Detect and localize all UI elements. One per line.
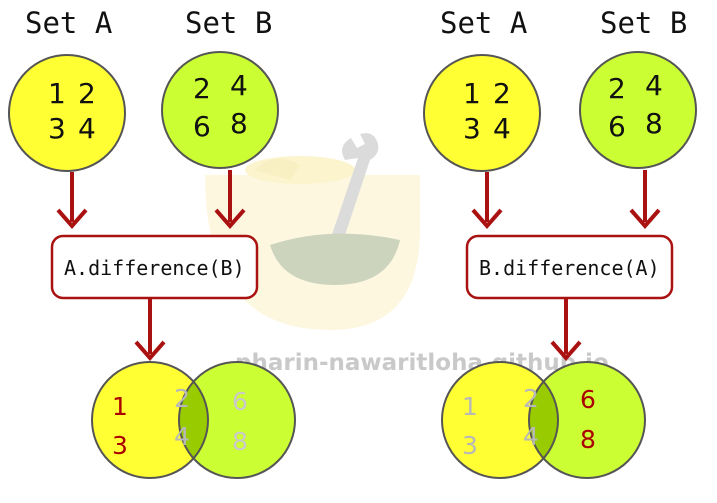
right-result-a-only-1: 1 <box>462 392 478 421</box>
right-result-a-only-2: 3 <box>462 431 478 460</box>
right-set-a-value-4: 4 <box>493 112 511 145</box>
left-set-b-title: Set B <box>185 6 272 40</box>
left-arrow-result <box>134 298 166 362</box>
left-set-b-value-4: 8 <box>230 107 248 140</box>
left-arrow-b <box>214 170 246 230</box>
right-operation-label: B.difference(A) <box>479 256 660 280</box>
right-venn: 1 3 2 4 6 8 <box>441 361 646 479</box>
left-set-b-circle <box>161 51 279 169</box>
watermark: pharin-nawaritloha.github.io <box>205 133 609 376</box>
left-set-b-value-2: 4 <box>230 69 248 102</box>
right-set-b-circle <box>579 51 697 169</box>
left-set-a-value-2: 2 <box>78 77 96 110</box>
left-set-b-value-3: 6 <box>193 110 211 143</box>
left-operation-box <box>50 234 259 300</box>
right-panel: Set A Set B 1 2 3 4 2 4 6 8 B.difference… <box>423 6 697 479</box>
right-set-a-circle <box>423 54 541 172</box>
right-set-a-value-1: 1 <box>463 77 481 110</box>
right-operation-box <box>465 234 674 300</box>
right-result-b-only-1: 6 <box>580 385 596 414</box>
left-result-b-only-2: 8 <box>232 427 248 456</box>
left-set-a-circle <box>8 54 126 172</box>
right-venn-circle-a <box>442 362 558 478</box>
left-set-a-value-3: 3 <box>48 112 66 145</box>
left-set-a-value-4: 4 <box>78 112 96 145</box>
left-set-b-value-1: 2 <box>193 72 211 105</box>
right-set-b-value-1: 2 <box>608 72 626 105</box>
right-result-b-only-2: 8 <box>580 425 596 454</box>
left-result-a-only-1: 1 <box>112 392 128 421</box>
right-set-a-value-2: 2 <box>493 77 511 110</box>
right-venn-circle-b <box>529 362 645 478</box>
right-result-both-1: 2 <box>523 384 539 413</box>
left-venn: 1 3 2 4 6 8 <box>91 361 296 479</box>
right-set-b-value-4: 8 <box>645 107 663 140</box>
right-result-both-2: 4 <box>523 422 539 451</box>
left-set-a-title: Set A <box>25 6 112 40</box>
right-set-b-value-3: 6 <box>608 110 626 143</box>
left-result-both-1: 2 <box>174 384 190 413</box>
left-venn-circle-b <box>179 362 295 478</box>
wrench-bowl-logo-icon <box>205 133 420 330</box>
right-arrow-a <box>471 172 503 230</box>
right-set-a-title: Set A <box>440 6 527 40</box>
left-arrow-a <box>56 172 88 230</box>
right-arrow-b <box>629 170 661 230</box>
left-operation-label: A.difference(B) <box>64 256 245 280</box>
left-result-a-only-2: 3 <box>112 431 128 460</box>
left-result-both-2: 4 <box>174 422 190 451</box>
right-set-a-value-3: 3 <box>463 112 481 145</box>
left-result-b-only-1: 6 <box>232 387 248 416</box>
right-arrow-result <box>550 298 582 362</box>
left-panel: Set A Set B 1 2 3 4 2 4 6 8 A.difference… <box>8 6 296 479</box>
right-set-b-value-2: 4 <box>645 69 663 102</box>
left-venn-circle-a <box>92 362 208 478</box>
left-set-a-value-1: 1 <box>48 77 66 110</box>
watermark-text: pharin-nawaritloha.github.io <box>235 350 609 376</box>
right-set-b-title: Set B <box>600 6 687 40</box>
